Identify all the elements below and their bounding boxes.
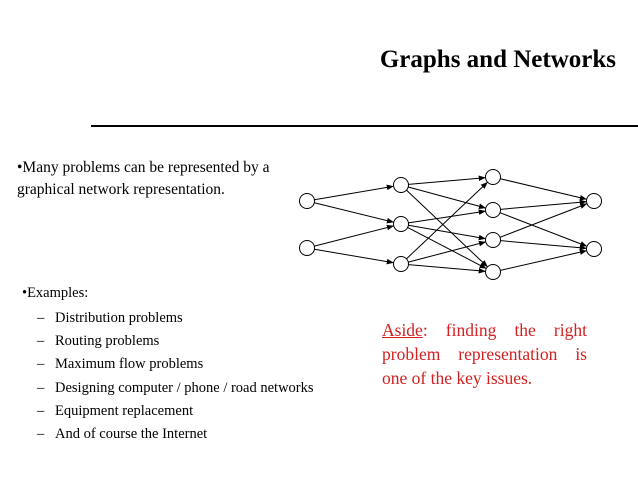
network-edge (500, 178, 587, 201)
network-node (485, 169, 501, 185)
network-edge (500, 240, 587, 251)
network-edge (314, 202, 394, 224)
network-edge (406, 189, 488, 267)
list-item: –Designing computer / phone / road netwo… (37, 377, 314, 400)
network-nodes (299, 169, 602, 280)
network-node (299, 240, 315, 256)
network-node (393, 177, 409, 193)
list-marker: – (37, 425, 45, 442)
list-marker: – (37, 310, 45, 326)
title-divider (91, 125, 638, 127)
list-marker: – (37, 379, 45, 396)
examples-list: –Distribution problems –Routing problems… (37, 307, 314, 446)
list-item-text: And of course the Internet (55, 425, 208, 442)
network-node (485, 202, 501, 218)
network-edge (408, 264, 486, 274)
list-item-text: Distribution problems (55, 310, 183, 326)
network-edge (408, 224, 486, 241)
list-item: –And of course the Internet (37, 423, 314, 446)
slide-title: Graphs and Networks (379, 46, 616, 73)
list-item: –Routing problems (37, 330, 314, 353)
network-edge (408, 209, 486, 224)
examples-heading: •Examples: (22, 285, 89, 301)
network-edge (500, 199, 587, 210)
network-node (299, 193, 315, 209)
network-edge (407, 227, 487, 269)
list-item-text: Maximum flow problems (55, 356, 204, 373)
network-edge (499, 203, 588, 238)
network-edge (408, 186, 486, 209)
list-marker: – (37, 333, 45, 350)
network-node (586, 193, 602, 209)
network-edges (314, 175, 588, 274)
network-node (586, 241, 602, 257)
network-edge (499, 212, 588, 247)
network-edge (408, 240, 486, 263)
network-node (393, 216, 409, 232)
list-item: –Maximum flow problems (37, 353, 314, 376)
network-edge (408, 175, 486, 185)
aside-note: Aside: finding the right problem represe… (382, 318, 587, 390)
network-edge (314, 184, 394, 201)
list-item-text: Designing computer / phone / road networ… (55, 379, 314, 396)
list-marker: – (37, 356, 45, 373)
intro-text: •Many problems can be represented by a g… (17, 159, 270, 198)
list-item: –Distribution problems (37, 307, 314, 330)
aside-label: Aside (382, 320, 423, 340)
list-marker: – (37, 402, 45, 419)
network-node (393, 256, 409, 272)
network-edge (406, 182, 488, 260)
network-edge (314, 248, 394, 265)
network-edge (500, 249, 587, 271)
network-node (485, 232, 501, 248)
aside-text: : finding the right problem representati… (382, 320, 587, 388)
list-item-text: Routing problems (55, 333, 160, 350)
list-item-text: Equipment replacement (55, 402, 194, 419)
network-node (485, 264, 501, 280)
network-edge (314, 224, 394, 247)
list-item: –Equipment replacement (37, 400, 314, 423)
